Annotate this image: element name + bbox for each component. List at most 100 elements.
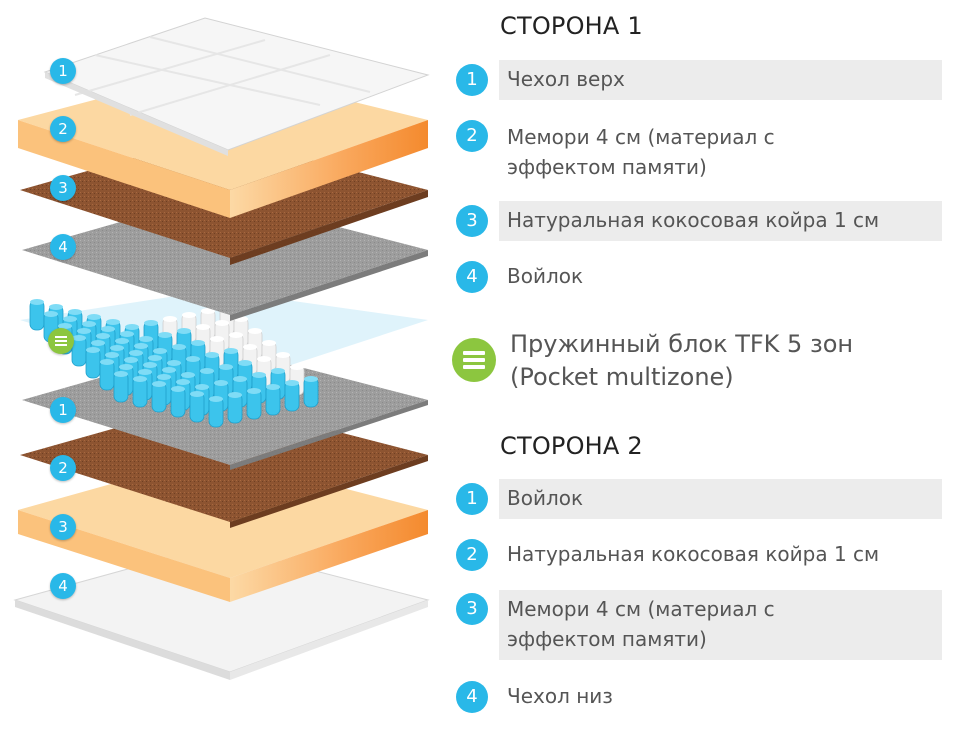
- spring-pocket-top: [304, 376, 318, 382]
- spring-pocket-top: [238, 360, 252, 366]
- spring-pocket-top: [215, 320, 229, 326]
- spring-pocket-top: [96, 333, 110, 339]
- side1-item-1-num: 1: [456, 64, 488, 96]
- spring-pocket-top: [196, 324, 210, 330]
- spring-pocket-top: [228, 392, 242, 398]
- spring-pocket-top: [106, 319, 120, 325]
- spring-pocket-top: [171, 386, 185, 392]
- side1-item-1-label: Чехол верх: [499, 60, 942, 100]
- side2-item-4: 4 Чехол низ: [456, 677, 942, 717]
- spring-pocket-top: [77, 328, 91, 334]
- side1-item-4: 4 Войлок: [456, 257, 942, 297]
- spring-pocket-top: [129, 350, 143, 356]
- side1-badge-3: 3: [50, 175, 76, 201]
- spring-pocket-top: [190, 391, 204, 397]
- spring-pocket-top: [176, 379, 190, 385]
- spring-pocket-top: [257, 356, 271, 362]
- spring-pocket-top: [153, 348, 167, 354]
- spring-block-badge-icon: [48, 328, 74, 354]
- spring-pocket-top: [214, 380, 228, 386]
- spring-pocket-top: [177, 328, 191, 334]
- spring-pocket-top: [100, 359, 114, 365]
- spring-pocket-top: [266, 384, 280, 390]
- spring-pocket-top: [125, 324, 139, 330]
- spring-block-item: Пружинный блок TFK 5 зон (Pocket multizo…: [452, 328, 942, 400]
- side2-item-1-label: Войлок: [499, 479, 942, 519]
- side1-title: СТОРОНА 1: [500, 12, 643, 40]
- spring-pocket-top: [72, 335, 86, 341]
- spring-pocket-top: [110, 345, 124, 351]
- spring-block-label: Пружинный блок TFK 5 зон (Pocket multizo…: [510, 328, 930, 394]
- spring-pocket-top: [134, 343, 148, 349]
- side2-item-3: 3 Мемори 4 см (материал с эффектом памят…: [456, 590, 942, 660]
- side2-item-3-label: Мемори 4 см (материал с эффектом памяти): [499, 590, 942, 660]
- side2-item-4-label: Чехол низ: [499, 677, 942, 717]
- side2-item-1-num: 1: [456, 483, 488, 515]
- spring-pocket-top: [210, 336, 224, 342]
- spring-pocket-top: [191, 340, 205, 346]
- spring-pocket-top: [243, 344, 257, 350]
- spring-pocket-top: [44, 311, 58, 317]
- spring-pocket-top: [82, 321, 96, 327]
- spring-pocket-top: [229, 332, 243, 338]
- side1-badge-1: 1: [50, 58, 76, 84]
- spring-pocket-top: [152, 381, 166, 387]
- side1-item-4-num: 4: [456, 261, 488, 293]
- spring-pocket-top: [200, 368, 214, 374]
- spring-pocket-top: [86, 347, 100, 353]
- spring-pocket-top: [181, 372, 195, 378]
- spring-pocket-top: [182, 312, 196, 318]
- spring-pocket-top: [115, 338, 129, 344]
- side2-item-1: 1 Войлок: [456, 479, 942, 519]
- spring-pocket-top: [271, 368, 285, 374]
- spring-pocket-top: [139, 336, 153, 342]
- side2-item-3-num: 3: [456, 593, 488, 625]
- side1-item-3-num: 3: [456, 205, 488, 237]
- spring-pocket-top: [30, 299, 44, 305]
- spring-pocket-top: [63, 316, 77, 322]
- spring-pocket-top: [167, 360, 181, 366]
- spring-pocket-top: [262, 340, 276, 346]
- spring-pocket-top: [143, 362, 157, 368]
- side1-item-3: 3 Натуральная кокосовая койра 1 см: [456, 201, 942, 241]
- spring-pocket-top: [158, 332, 172, 338]
- spring-pocket-top: [248, 328, 262, 334]
- side1-item-2: 2 Мемори 4 см (материал с эффектом памят…: [456, 118, 942, 184]
- spring-pocket-top: [133, 376, 147, 382]
- spring-pocket-top: [290, 364, 304, 370]
- spring-pocket-top: [119, 364, 133, 370]
- spring-pocket-top: [219, 364, 233, 370]
- spring-pocket-top: [252, 372, 266, 378]
- side2-item-2-num: 2: [456, 539, 488, 571]
- spring-pocket-top: [224, 348, 238, 354]
- spring-pocket-top: [120, 331, 134, 337]
- spring-pocket-top: [87, 314, 101, 320]
- spring-pocket-top: [105, 352, 119, 358]
- spring-pocket-top: [186, 356, 200, 362]
- spring-pocket-top: [114, 371, 128, 377]
- side1-item-3-label: Натуральная кокосовая койра 1 см: [499, 201, 942, 241]
- spring-pocket-top: [209, 396, 223, 402]
- side1-item-2-num: 2: [456, 120, 488, 152]
- side1-item-1: 1 Чехол верх: [456, 60, 942, 100]
- spring-pocket-top: [68, 309, 82, 315]
- spring-pocket-top: [162, 367, 176, 373]
- spring-block-icon: [452, 338, 496, 382]
- spring-pocket-top: [144, 320, 158, 326]
- side2-badge-3: 3: [50, 514, 76, 540]
- spring-pocket-top: [172, 344, 186, 350]
- spring-pocket-top: [205, 352, 219, 358]
- spring-pocket-top: [247, 388, 261, 394]
- spring-pocket-top: [195, 384, 209, 390]
- spring-pocket-top: [101, 326, 115, 332]
- spring-pocket-top: [163, 316, 177, 322]
- spring-pocket-top: [124, 357, 138, 363]
- spring-pocket-top: [138, 369, 152, 375]
- side2-item-2-label: Натуральная кокосовая койра 1 см: [499, 535, 942, 575]
- spring-pocket-top: [285, 380, 299, 386]
- spring-pocket-top: [148, 355, 162, 361]
- spring-pocket-top: [233, 376, 247, 382]
- side2-badge-4: 4: [50, 573, 76, 599]
- side2-badge-2: 2: [50, 455, 76, 481]
- mattress-layers-illustration: 1 2 3 4 1 2 3 4: [0, 0, 450, 724]
